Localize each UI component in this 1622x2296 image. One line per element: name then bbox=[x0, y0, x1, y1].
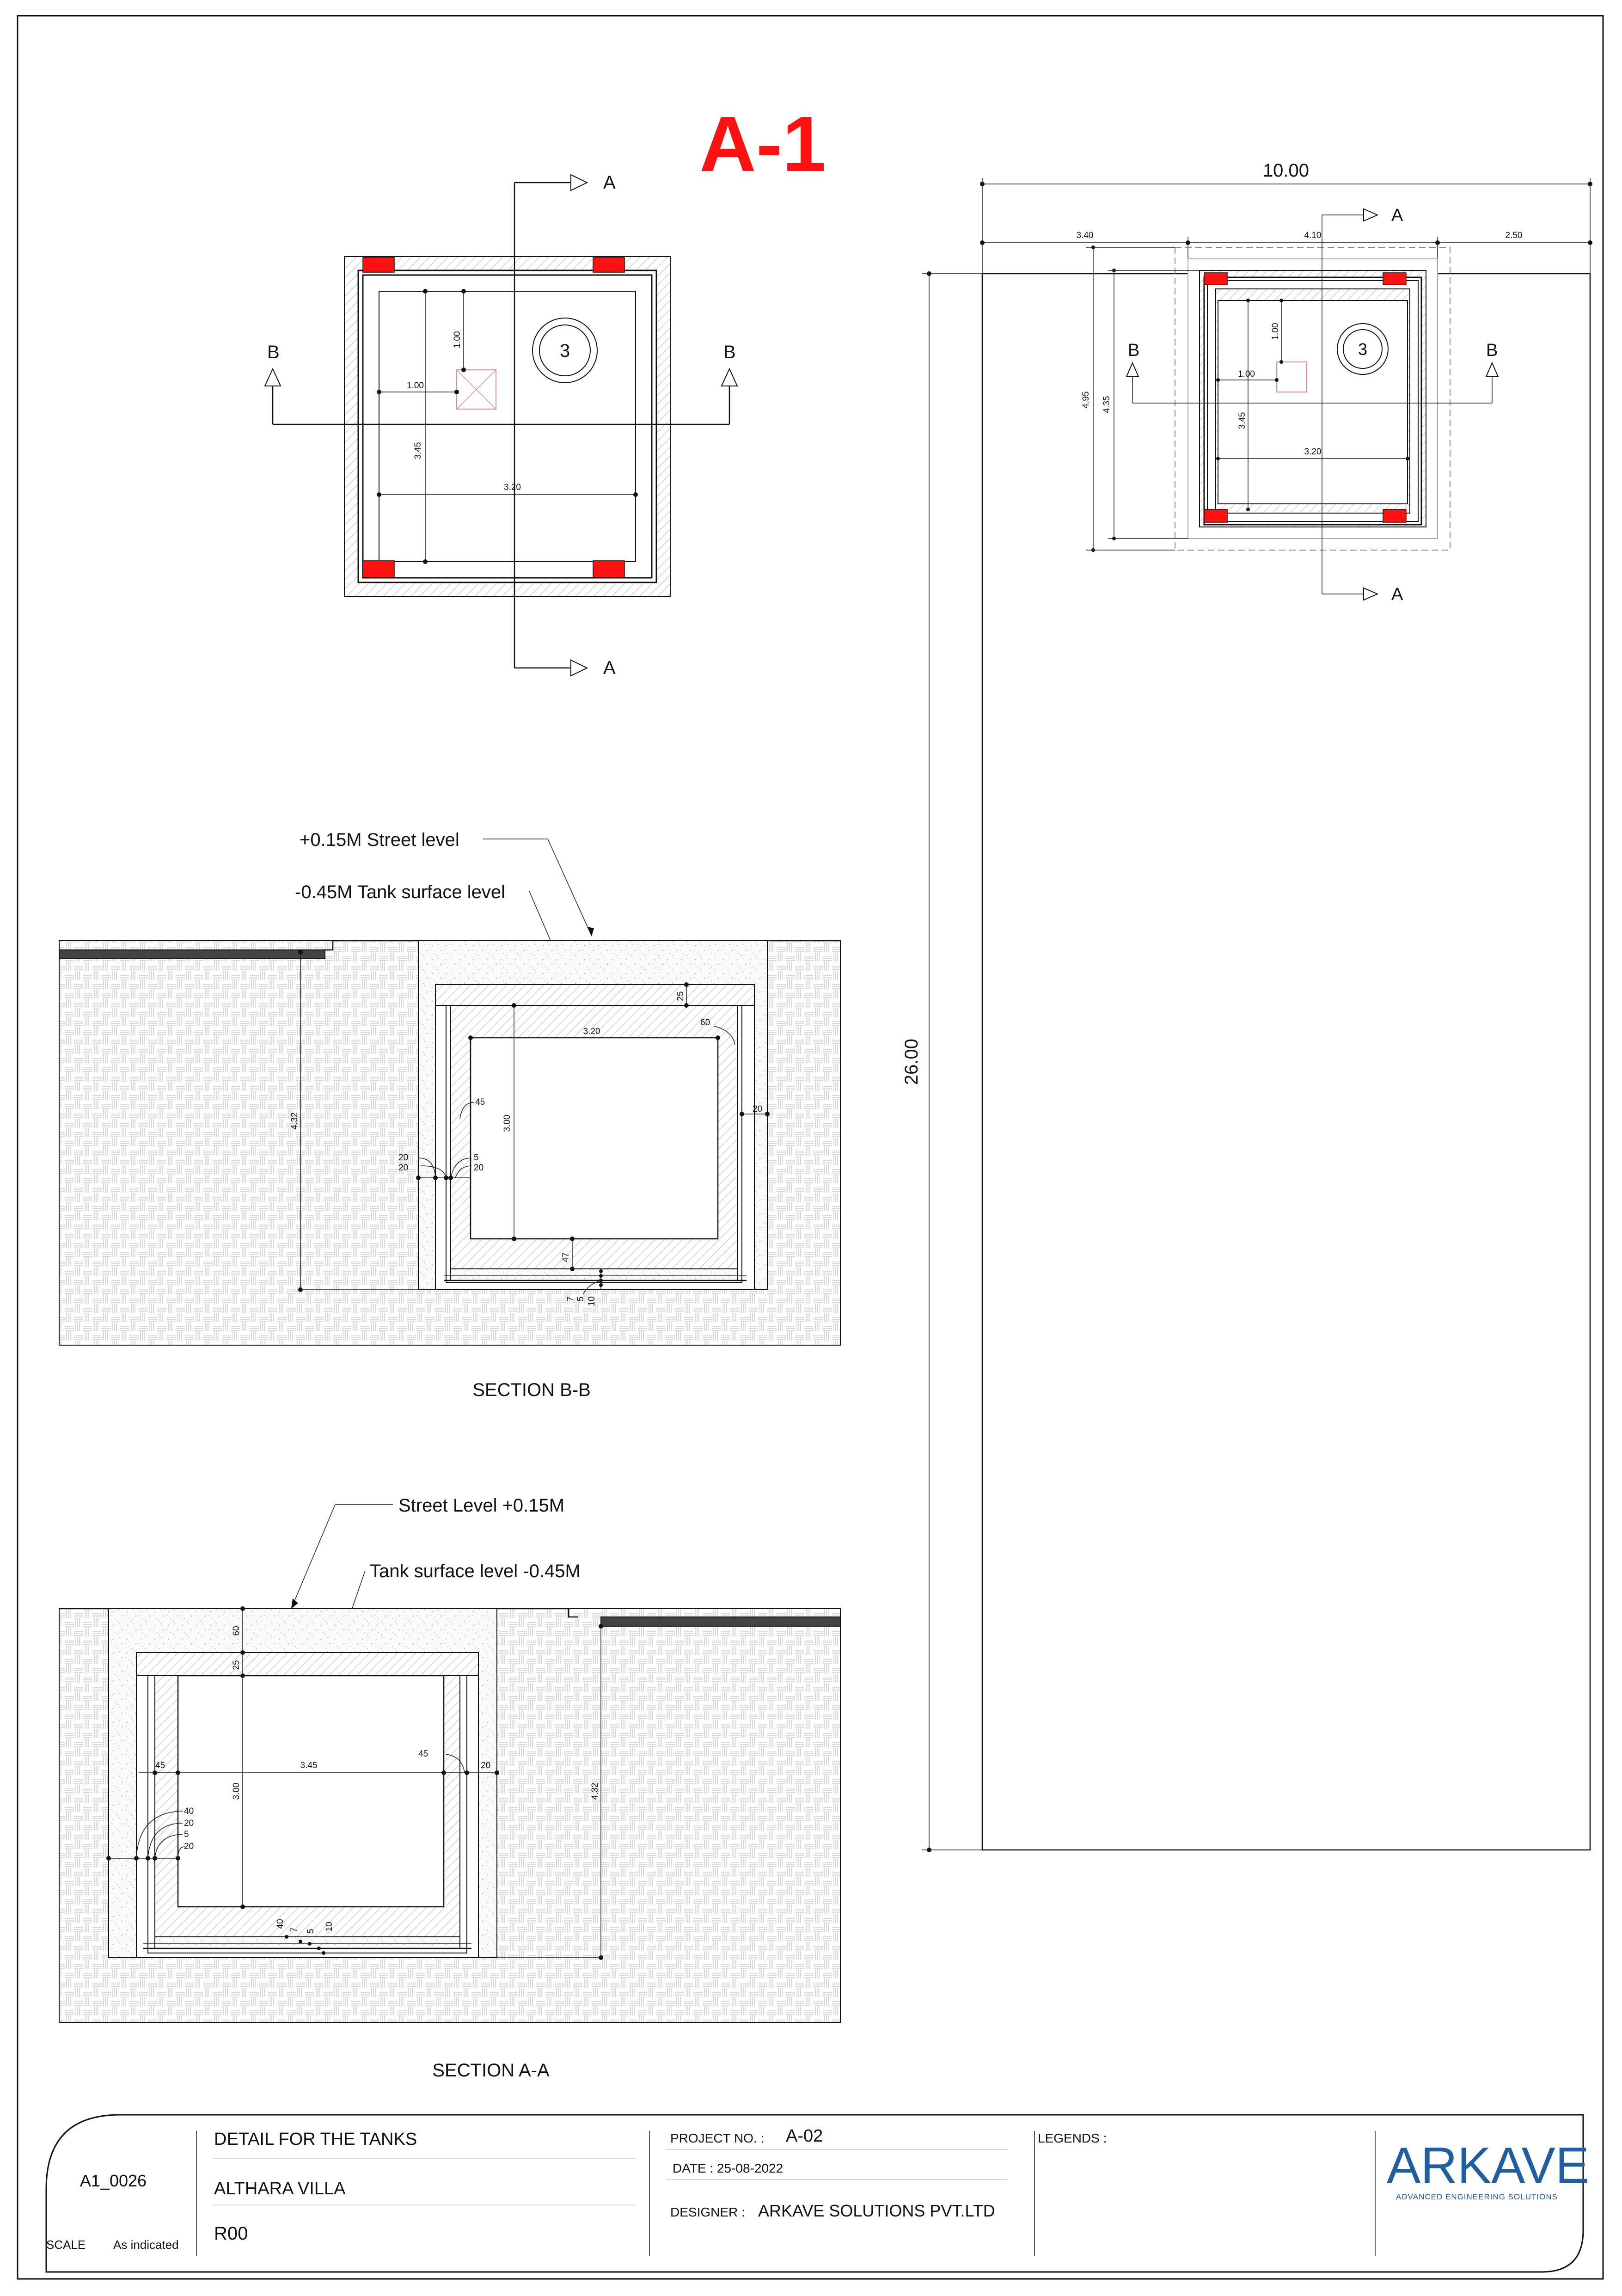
bb-dim-layer-l2: 20 bbox=[398, 1163, 408, 1173]
aa-dim-height: 3.00 bbox=[232, 1783, 241, 1800]
scale-value: As indicated bbox=[113, 2238, 179, 2252]
aa-dim-slab-top: 60 bbox=[232, 1626, 241, 1635]
section-aa: Street Level +0.15M Tank surface level -… bbox=[59, 1495, 841, 2081]
scale-label: SCALE bbox=[46, 2238, 86, 2252]
aa-dim-wall-side: 20 bbox=[481, 1761, 490, 1770]
bb-callout-tank: -0.45M Tank surface level bbox=[295, 882, 505, 902]
legends-label: LEGENDS : bbox=[1038, 2131, 1107, 2145]
bb-dim-layer-l1: 20 bbox=[398, 1153, 408, 1163]
bb-dim-slab: 25 bbox=[676, 991, 686, 1001]
aa-dim-base-4: 10 bbox=[324, 1922, 334, 1931]
aa-dim-layer-3: 5 bbox=[184, 1830, 189, 1839]
aa-dim-base-3: 5 bbox=[306, 1929, 316, 1934]
site-seg-right: 2.50 bbox=[1506, 231, 1523, 240]
revision: R00 bbox=[214, 2223, 248, 2244]
aa-dim-width: 3.45 bbox=[300, 1761, 318, 1770]
aa-road-slab bbox=[600, 1616, 841, 1627]
bb-tank-void bbox=[470, 1037, 719, 1240]
title-block-frame bbox=[45, 2114, 1584, 2273]
aa-dim-wall-right: 45 bbox=[418, 1749, 428, 1759]
site-vert-dim-1: 4.95 bbox=[1081, 392, 1091, 409]
plan-dim-offset-y: 1.00 bbox=[453, 331, 462, 349]
bb-dim-base-l2: 5 bbox=[576, 1297, 586, 1302]
site-inner-offset-x: 1.00 bbox=[1238, 369, 1255, 379]
plan-dim-width: 3.20 bbox=[504, 483, 521, 492]
site-width-dim: 10.00 bbox=[1263, 160, 1309, 181]
date: DATE : 25-08-2022 bbox=[673, 2161, 783, 2175]
aa-dim-base-2: 7 bbox=[289, 1928, 299, 1933]
aa-top-slab bbox=[136, 1652, 479, 1676]
company-tagline: ADVANCED ENGINEERING SOLUTIONS bbox=[1396, 2192, 1558, 2201]
tank-footprint bbox=[1175, 247, 1451, 551]
column-marker bbox=[362, 560, 395, 578]
bb-dim-wall-hatch: 45 bbox=[475, 1097, 485, 1107]
bb-dim-slab-top: 60 bbox=[700, 1018, 710, 1028]
aa-dim-wall-left: 45 bbox=[155, 1761, 165, 1770]
section-marker-b-right: B bbox=[723, 342, 736, 362]
site-seg-mid: 4.10 bbox=[1304, 231, 1322, 240]
bb-dim-width: 3.20 bbox=[583, 1027, 600, 1036]
bb-dim-wall-side: 20 bbox=[753, 1104, 762, 1114]
site-vert-dim-2: 4.35 bbox=[1102, 396, 1112, 413]
section-marker-a-top: A bbox=[603, 172, 616, 193]
bb-dim-depth: 4.32 bbox=[290, 1113, 300, 1130]
plan-dim-offset-x: 1.00 bbox=[407, 381, 424, 391]
bb-dim-layer-r2: 20 bbox=[474, 1163, 484, 1173]
sump-box bbox=[456, 369, 496, 410]
sheet-border bbox=[17, 15, 1604, 2280]
bb-dim-layer-r1: 5 bbox=[474, 1153, 479, 1163]
aa-dim-depth: 4.32 bbox=[590, 1783, 600, 1800]
drawing-number: A1_0026 bbox=[80, 2171, 147, 2190]
site-marker-b-left: B bbox=[1128, 341, 1139, 360]
drawing-title: DETAIL FOR THE TANKS bbox=[214, 2130, 417, 2149]
section-marker-b-left: B bbox=[267, 342, 280, 362]
site-plan: 10.00 3.40 4.10 2.50 26.00 3 1.00 bbox=[901, 160, 1592, 1852]
site-marker-a-bottom: A bbox=[1391, 585, 1403, 604]
column-marker bbox=[593, 560, 625, 578]
bb-dim-height: 3.00 bbox=[502, 1115, 512, 1132]
site-vert-dim-3: 3.45 bbox=[1237, 412, 1247, 429]
designer: ARKAVE SOLUTIONS PVT.LTD bbox=[758, 2201, 995, 2220]
bb-dim-base-l3: 10 bbox=[587, 1296, 597, 1306]
aa-dim-base-1: 40 bbox=[275, 1919, 285, 1929]
aa-callout-street: Street Level +0.15M bbox=[398, 1495, 564, 1516]
site-marker-b-right: B bbox=[1486, 341, 1498, 360]
bb-road-slab bbox=[59, 949, 325, 959]
site-manhole-label: 3 bbox=[1358, 340, 1367, 359]
site-height-dim: 26.00 bbox=[901, 1039, 922, 1085]
company-logo: ARKAVE bbox=[1387, 2137, 1589, 2194]
site-marker-a-top: A bbox=[1391, 206, 1403, 225]
column-marker bbox=[593, 257, 625, 273]
aa-callout-tank: Tank surface level -0.45M bbox=[370, 1561, 581, 1581]
project-no: A-02 bbox=[786, 2126, 823, 2146]
site-seg-left: 3.40 bbox=[1077, 231, 1094, 240]
site-inner-offset-y: 1.00 bbox=[1271, 323, 1280, 340]
bb-callout-street: +0.15M Street level bbox=[300, 830, 459, 850]
aa-tank-void bbox=[177, 1675, 445, 1908]
aa-dim-layer-4: 20 bbox=[184, 1842, 194, 1851]
bb-dim-base: 47 bbox=[561, 1252, 571, 1262]
plan-view: 3 1.00 1.00 3.45 3.20 A A B B bbox=[264, 172, 738, 678]
site-inner-width: 3.20 bbox=[1304, 447, 1322, 457]
aa-dim-layer-1: 40 bbox=[184, 1806, 194, 1816]
manhole-label: 3 bbox=[560, 341, 570, 361]
title-block: A1_0026 SCALE As indicated DETAIL FOR TH… bbox=[45, 2114, 1589, 2273]
aa-dim-slab: 25 bbox=[232, 1660, 241, 1670]
sheet-title: A-1 bbox=[699, 100, 826, 188]
column-marker bbox=[362, 257, 395, 273]
bb-dim-base-l1: 7 bbox=[566, 1297, 575, 1302]
section-bb: +0.15M Street level -0.45M Tank surface … bbox=[59, 830, 841, 1400]
section-marker-a-bottom: A bbox=[603, 658, 616, 678]
plan-dim-depth: 3.45 bbox=[413, 442, 423, 459]
aa-dim-layer-2: 20 bbox=[184, 1818, 194, 1828]
designer-label: DESIGNER : bbox=[670, 2205, 745, 2219]
aa-title: SECTION A-A bbox=[432, 2060, 550, 2081]
bb-top-slab bbox=[435, 984, 755, 1006]
bb-title: SECTION B-B bbox=[472, 1380, 591, 1400]
project-no-label: PROJECT NO. : bbox=[670, 2131, 764, 2145]
project-name: ALTHARA VILLA bbox=[214, 2179, 346, 2198]
